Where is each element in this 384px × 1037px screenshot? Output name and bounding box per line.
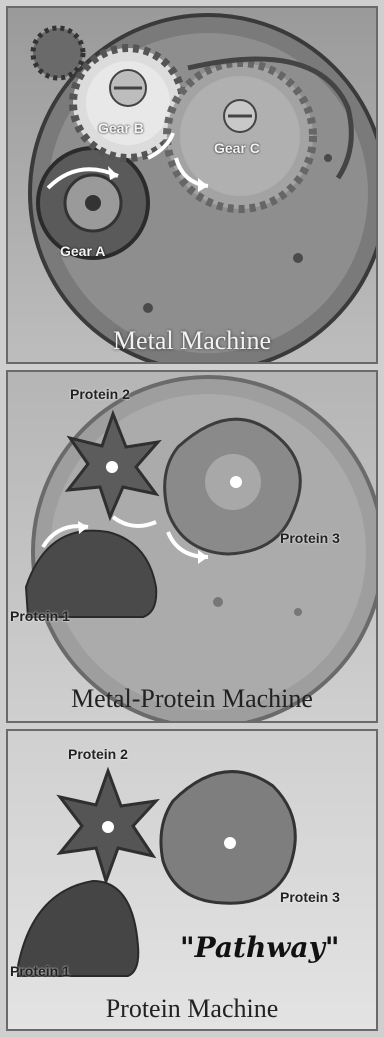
- gear-a-shape: [38, 148, 148, 258]
- gear-c-label: Gear C: [214, 140, 260, 156]
- protein-machine-caption: Protein Machine: [8, 994, 376, 1024]
- protein-3-panel-protein-2-shape: [60, 771, 156, 881]
- protein-1-label: Protein 1: [10, 963, 70, 979]
- gear-a-label: Gear A: [60, 243, 105, 259]
- protein-3-panel-protein-1-shape: [18, 881, 138, 976]
- protein-2-label: Protein 2: [68, 746, 128, 762]
- protein-3-label: Protein 3: [280, 530, 340, 546]
- protein-1-label: Protein 1: [10, 608, 70, 624]
- pathway-label: "Pathway": [180, 931, 339, 964]
- gear-b-label: Gear B: [98, 120, 144, 136]
- watch-movement-illustration: [8, 8, 378, 364]
- metal-machine-caption: Metal Machine: [8, 326, 376, 356]
- protein-2-label: Protein 2: [70, 386, 130, 402]
- gear-c-shape: [167, 63, 313, 209]
- protein-machine-illustration: [8, 731, 378, 1031]
- metal-protein-machine-panel: Protein 2 Protein 3 Protein 1 Metal-Prot…: [6, 370, 378, 723]
- metal-machine-panel: Gear B Gear C Gear A Metal Machine: [6, 6, 378, 364]
- metal-protein-caption: Metal-Protein Machine: [8, 684, 376, 714]
- protein-3-panel-protein-3-shape: [161, 772, 295, 904]
- metal-protein-illustration: [8, 372, 378, 723]
- protein-machine-panel: Protein 2 Protein 3 Protein 1 "Pathway" …: [6, 729, 378, 1031]
- protein-3-label: Protein 3: [280, 889, 340, 905]
